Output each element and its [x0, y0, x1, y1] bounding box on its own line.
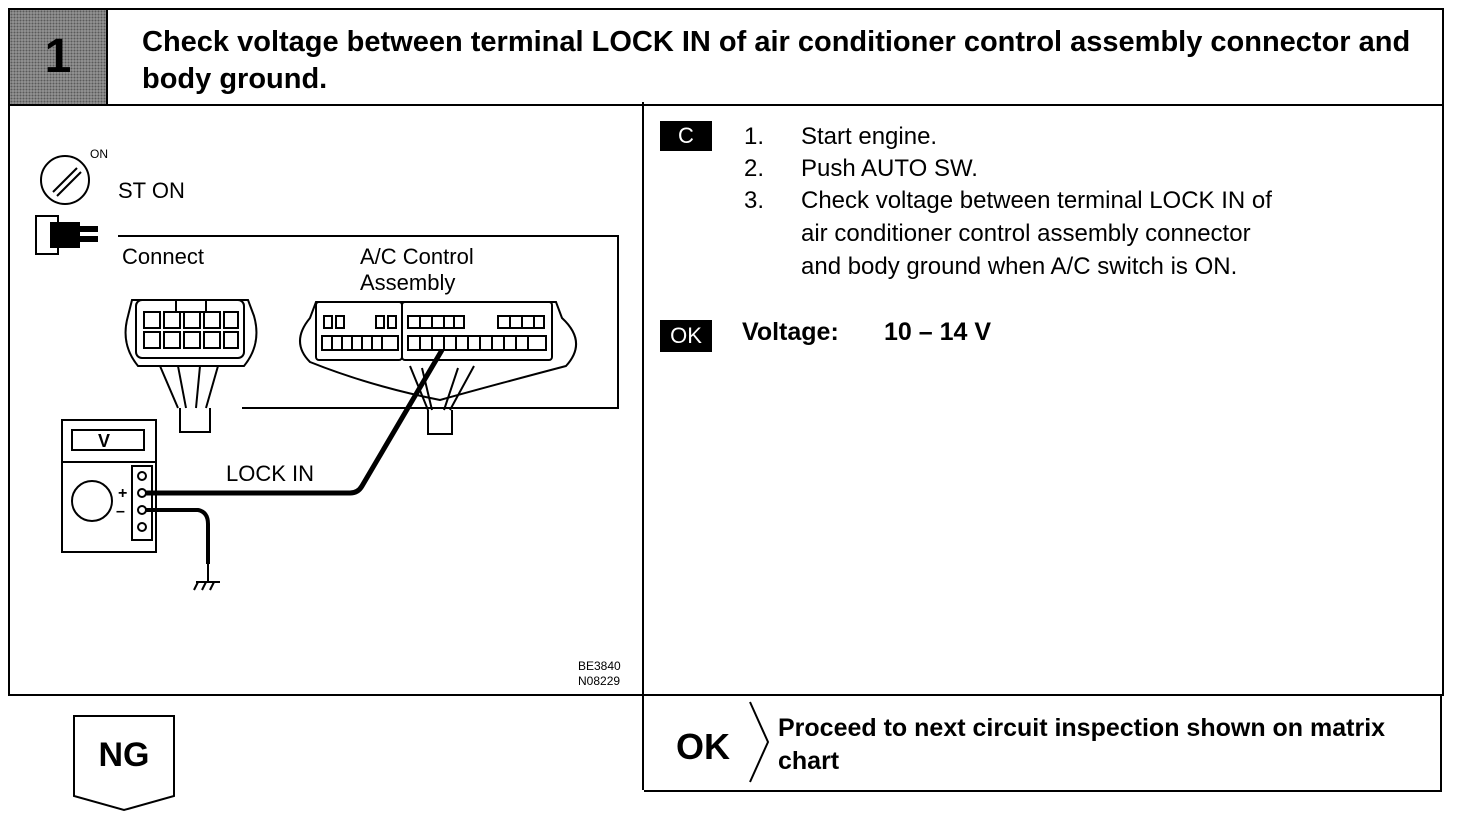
- step-number-3: 3.: [744, 187, 765, 214]
- ng-outcome: NG: [72, 714, 176, 814]
- meter-mode-label: V: [98, 431, 110, 451]
- lock-in-probe-wire: [146, 348, 445, 496]
- assembly-label-1: A/C Control: [360, 244, 474, 269]
- ignition-state-label: ST ON: [118, 178, 185, 203]
- ok-outcome: [644, 694, 1442, 792]
- left-connector: [124, 299, 258, 433]
- step-number: 1: [44, 30, 72, 83]
- voltage-label: Voltage:: [742, 318, 839, 346]
- step-text-3-cont-2: and body ground when A/C switch is ON.: [801, 253, 1238, 280]
- plus-sign: +: [118, 485, 127, 502]
- step-number-box: 1: [10, 10, 108, 104]
- voltage-value: 10 – 14 V: [884, 318, 992, 346]
- minus-sign: –: [116, 503, 125, 520]
- ac-control-connector: [299, 301, 577, 435]
- ok-label: OK: [676, 726, 730, 767]
- ground-probe-wire: [146, 508, 210, 564]
- ng-label: NG: [98, 736, 150, 774]
- step-header: 1 Check voltage between terminal LOCK IN…: [8, 8, 1444, 106]
- ground-symbol-icon: [193, 544, 220, 591]
- step-title: Check voltage between terminal LOCK IN o…: [142, 26, 1411, 95]
- ignition-key-icon: [40, 155, 90, 205]
- connector-plug-icon: [35, 215, 98, 255]
- assembly-label-2: Assembly: [360, 270, 455, 295]
- wiring-diagram: ON ST ON Connect A/C Control Assembly: [10, 104, 640, 692]
- step-text-2: Push AUTO SW.: [801, 155, 978, 182]
- column-divider: [642, 102, 644, 790]
- step-text-1: Start engine.: [801, 123, 938, 150]
- figure-code-1: BE3840: [578, 659, 621, 673]
- connect-label: Connect: [122, 244, 204, 269]
- step-number-2: 2.: [744, 155, 765, 182]
- step-number-1: 1.: [744, 123, 765, 150]
- figure-code-2: N08229: [578, 674, 620, 688]
- ignition-on-label: ON: [90, 147, 108, 161]
- step-text-3: Check voltage between terminal LOCK IN o…: [801, 187, 1272, 214]
- ok-arrow-icon: [749, 701, 770, 783]
- condition-badge: C: [660, 121, 712, 151]
- lock-in-label: LOCK IN: [226, 461, 314, 486]
- voltmeter: [61, 419, 157, 553]
- step-text-3-cont-1: air conditioner control assembly connect…: [801, 220, 1251, 247]
- ok-badge: OK: [660, 320, 712, 352]
- ok-instruction: Proceed to next circuit inspection shown…: [778, 714, 1386, 775]
